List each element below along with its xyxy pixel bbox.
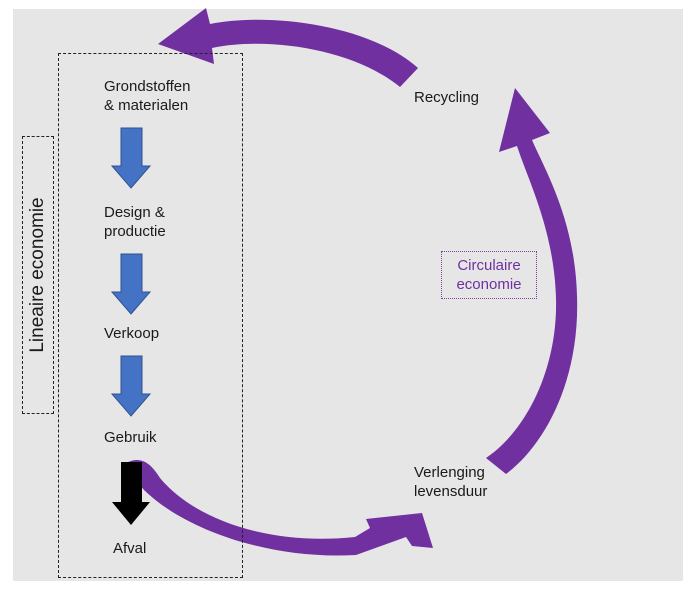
circular-arrow-bottom [124, 460, 433, 556]
linear-arrow-3 [110, 355, 152, 417]
circular-arrow-top [158, 8, 418, 87]
node-recycling: Recycling [414, 89, 480, 106]
linear-economy-box [58, 53, 243, 578]
linear-arrow-1 [110, 127, 152, 189]
step-grondstoffen: Grondstoffen & materialen [104, 78, 191, 114]
circular-economy-title: Circulaire economie [456, 257, 522, 293]
step-design-productie: Design & productie [104, 204, 166, 240]
node-verlenging-levensduur: Verlenging levensduur [414, 464, 488, 500]
linear-economy-label-box [22, 136, 54, 414]
step-verkoop: Verkoop [104, 325, 160, 342]
step-gebruik: Gebruik [104, 429, 157, 446]
linear-arrow-2 [110, 253, 152, 315]
circular-arrow-right [486, 88, 578, 474]
linear-economy-title: Lineaire economie [27, 197, 48, 353]
step-afval: Afval [113, 540, 147, 557]
waste-arrow [112, 462, 150, 525]
circular-economy-label: Circulaire economie [441, 251, 537, 299]
